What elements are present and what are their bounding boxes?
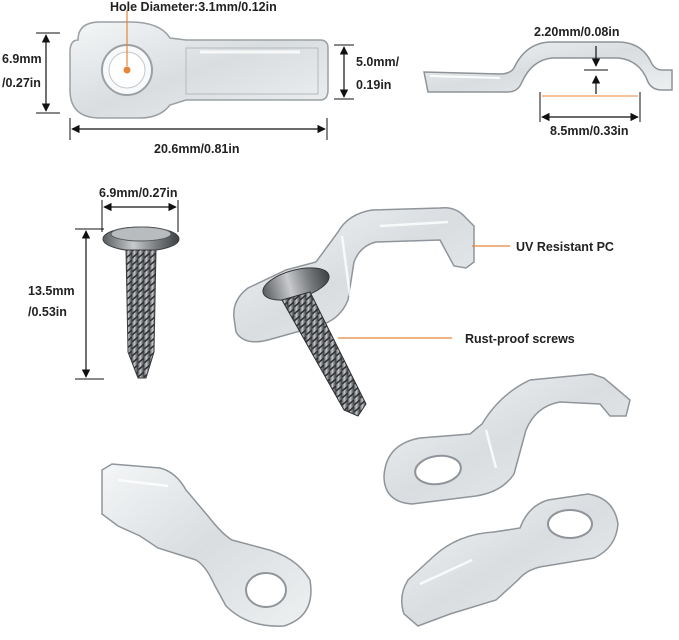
screw-image: [102, 226, 180, 379]
clip-side-profile: [423, 41, 673, 93]
clip-top-view: [69, 21, 329, 119]
assembled-clip: [233, 206, 475, 417]
clip-length-label: 20.6mm/0.81in: [154, 142, 240, 156]
clip-width-dimension: [334, 44, 354, 100]
channel-width-dimension: [539, 92, 641, 122]
channel-width-label: 8.5mm/0.33in: [550, 124, 629, 138]
clip-perspective-3: [401, 493, 619, 627]
material-label: UV Resistant PC: [516, 240, 614, 254]
screw-head-label: 6.9mm/0.27in: [99, 186, 178, 200]
channel-height-label: 2.20mm/0.08in: [534, 25, 620, 39]
clip-width-label-in: 0.19in: [356, 78, 392, 92]
screw-length-label-in: /0.53in: [28, 305, 67, 319]
hole-diameter-label: Hole Diameter:3.1mm/0.12in: [110, 0, 277, 14]
screw-length-label-mm: 13.5mm: [28, 284, 75, 298]
clip-perspective-2: [101, 463, 312, 627]
clip-perspective-1: [383, 373, 631, 505]
channel-height-dimension: [584, 46, 608, 94]
hole-marker: [123, 10, 131, 74]
screw-length-dimension: [75, 228, 104, 380]
screws-label: Rust-proof screws: [465, 332, 575, 346]
clip-height-dimension: [36, 32, 60, 114]
screw-head-dimension: [101, 200, 179, 232]
clip-height-label-in: /0.27in: [2, 76, 41, 90]
clip-length-dimension: [69, 118, 328, 140]
clip-width-label-mm: 5.0mm/: [356, 55, 400, 69]
clip-height-label-mm: 6.9mm: [2, 52, 42, 66]
